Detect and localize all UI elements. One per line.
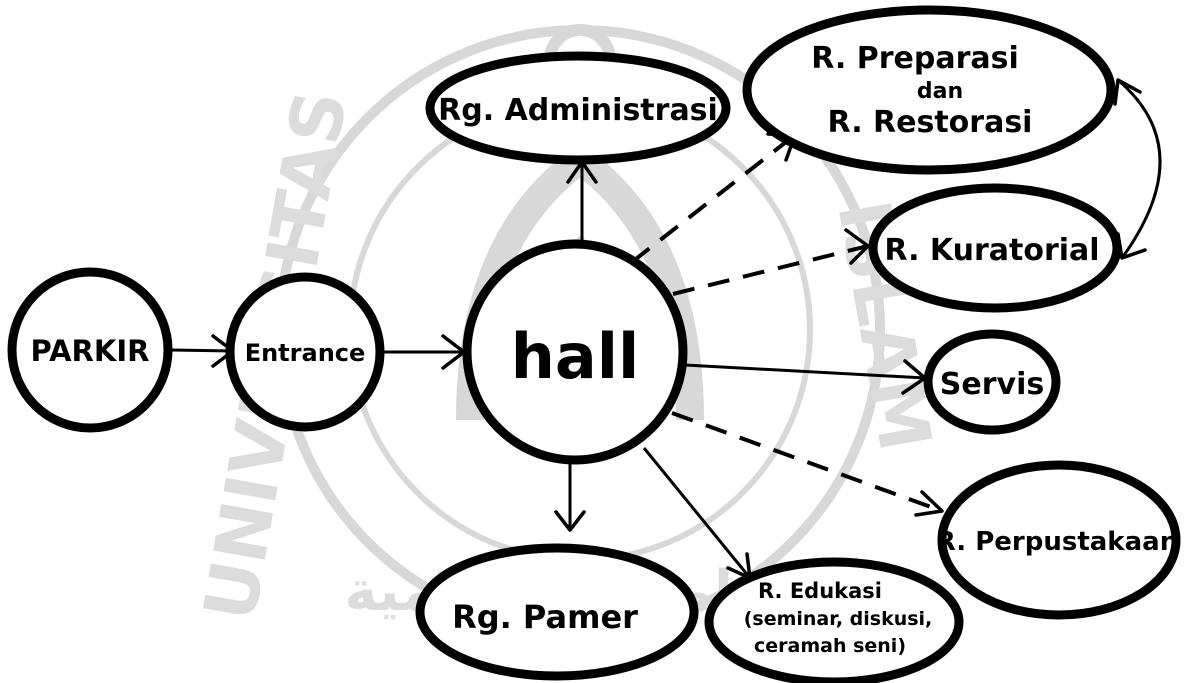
- node-preparasi-restorasi: R. Preparasi dan R. Restorasi: [742, 5, 1116, 175]
- edge-hall-servis: [684, 363, 926, 380]
- arrowhead-perpustakaan: [914, 490, 944, 517]
- node-servis: Servis: [923, 329, 1061, 435]
- node-hall-label: hall: [511, 320, 639, 393]
- node-pamer: Rg. Pamer: [415, 543, 699, 681]
- node-edukasi-label-2: (seminar, diskusi,: [744, 608, 933, 630]
- node-preparasi-label-3: R. Restorasi: [828, 105, 1033, 140]
- node-servis-label: Servis: [940, 367, 1044, 402]
- node-preparasi-label-2: dan: [917, 79, 963, 104]
- node-kuratorial-label: R. Kuratorial: [884, 233, 1099, 268]
- edge-hall-perpustakaan: [671, 411, 943, 513]
- edge-hall-edukasi: [642, 447, 752, 579]
- node-edukasi: R. Edukasi (seminar, diskusi, ceramah se…: [704, 557, 964, 683]
- node-administrasi: Rg. Administrasi: [425, 51, 731, 165]
- node-parkir-label: PARKIR: [31, 334, 150, 368]
- node-hall: hall: [462, 239, 688, 465]
- node-parkir: PARKIR: [7, 267, 173, 433]
- node-pamer-label: Rg. Pamer: [452, 598, 638, 636]
- edges: [171, 78, 1162, 580]
- edge-preparasi-kuratorial: [1117, 78, 1162, 259]
- node-perpustakaan: R. Perpustakaan: [936, 460, 1181, 620]
- arrowhead-preparasi-top: [1113, 78, 1142, 106]
- node-kuratorial: R. Kuratorial: [868, 183, 1122, 313]
- node-perpustakaan-label: R. Perpustakaan: [936, 527, 1178, 557]
- arrowhead-kuratorial: [844, 228, 870, 265]
- node-entrance: Entrance: [225, 272, 385, 432]
- node-edukasi-label-1: R. Edukasi: [758, 579, 882, 603]
- edge-parkir-entrance: [171, 348, 234, 353]
- node-administrasi-label: Rg. Administrasi: [438, 93, 718, 128]
- arrowhead-pamer: [554, 510, 586, 532]
- node-edukasi-label-3: ceramah seni): [754, 635, 906, 657]
- node-entrance-label: Entrance: [245, 339, 366, 367]
- node-preparasi-label-1: R. Preparasi: [811, 41, 1019, 76]
